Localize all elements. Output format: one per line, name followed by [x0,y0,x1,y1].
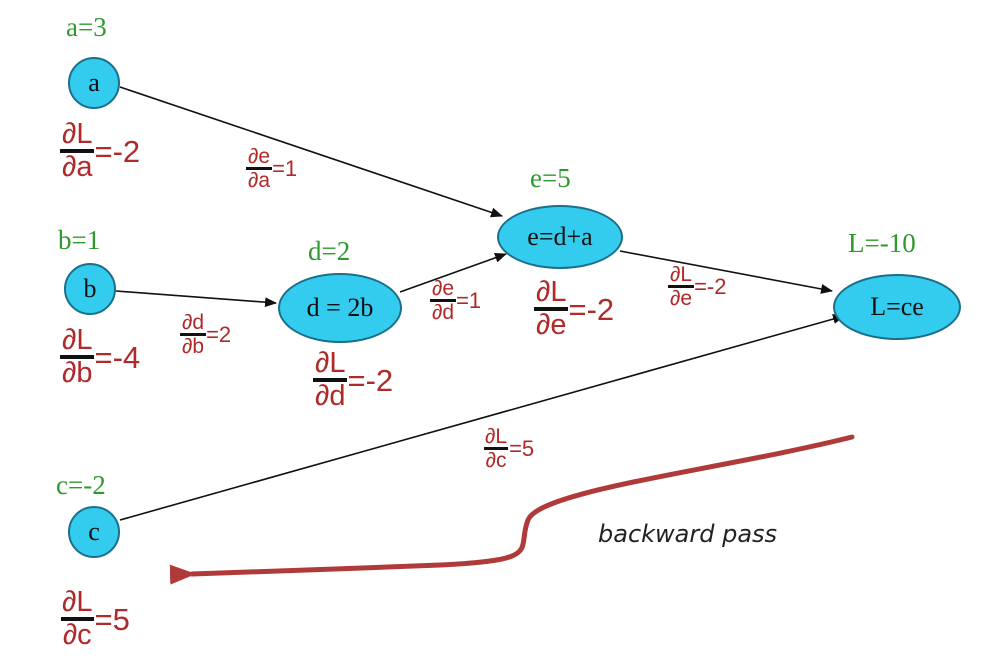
node-L: L=ce [833,274,961,340]
edge-label-de-dd: ∂e∂d =1 [430,277,482,324]
node-d: d = 2b [278,273,402,343]
backward-pass-arrow [169,434,855,585]
edge-c-to-L [119,314,845,521]
value-b: b=1 [58,225,101,255]
node-e: e=d+a [497,205,623,269]
edge-d-to-e [399,253,507,293]
node-a: a [68,57,120,109]
node-c: c [68,506,120,558]
gradient-dL-db: ∂L∂b =-4 [60,324,141,389]
value-d: d=2 [308,236,351,266]
edge-label-dL-de: ∂L∂e =-2 [668,263,727,310]
value-L: L=-10 [848,228,916,258]
backward-pass-label: backward pass [598,520,778,548]
edge-e-to-L [619,250,833,294]
gradient-dL-de: ∂L∂e =-2 [534,276,615,341]
edge-label-de-da: ∂e∂a =1 [246,145,298,192]
gradient-dL-da: ∂L∂a =-2 [60,118,141,183]
gradient-dL-dd: ∂L∂d =-2 [313,347,394,412]
edge-label-dd-db: ∂d∂b =2 [180,311,232,358]
value-e: e=5 [530,163,571,193]
value-a: a=3 [66,12,107,42]
gradient-dL-dc: ∂L∂c =5 [60,586,130,651]
edge-label-dL-dc: ∂L∂c =5 [483,425,535,472]
edge-a-to-e [119,86,503,218]
edge-b-to-d [115,290,277,308]
node-b: b [64,263,116,315]
value-c: c=-2 [56,470,106,500]
